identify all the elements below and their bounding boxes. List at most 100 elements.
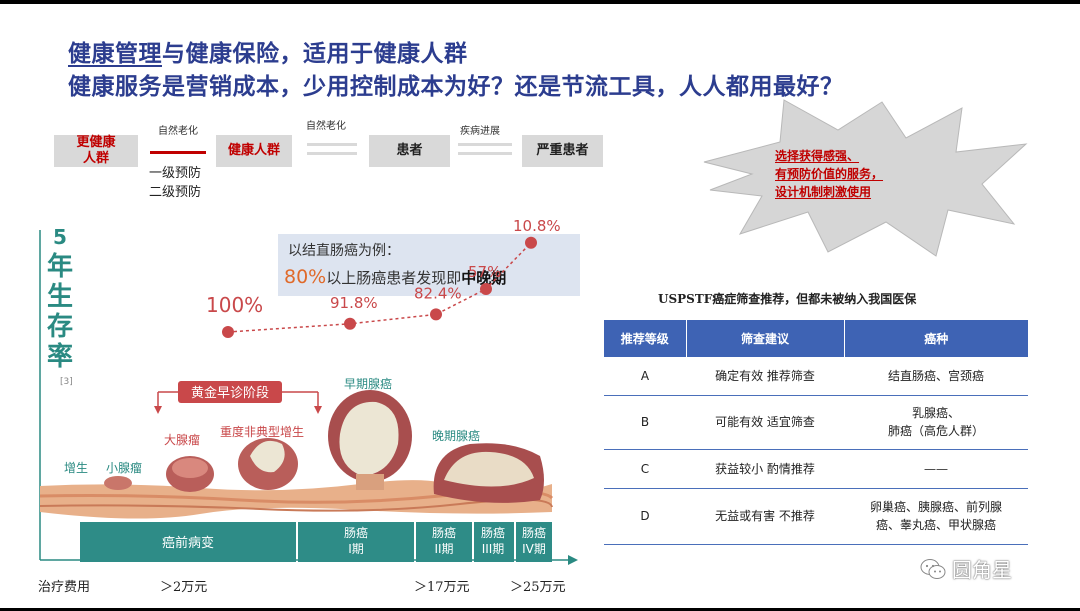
starburst-text: 选择获得感强、 有预防价值的服务， 设计机制刺激使用	[775, 147, 883, 201]
lesion-severe-dysplasia: 重度非典型增生	[220, 424, 304, 439]
cell-cancer: ——	[844, 449, 1028, 489]
stage-severe-patient: 严重患者	[522, 135, 603, 167]
burst-line-3: 设计机制刺激使用	[775, 185, 872, 199]
prevention-list: 一级预防 二级预防	[149, 164, 201, 202]
callout-line-2: 80%以上肠癌患者发现即中晚期	[284, 266, 506, 288]
title-line-1: 健康管理与健康保险，适用于健康人群	[68, 34, 468, 68]
cost-label: 治疗费用	[38, 580, 91, 595]
header-grade: 推荐等级	[604, 320, 686, 357]
bar-stage-4	[516, 522, 552, 562]
arrow-label-aging-2: 自然老化	[306, 121, 346, 132]
stage-patient: 患者	[369, 135, 450, 167]
survival-axis-label: 5 年 生 存 率	[42, 222, 78, 372]
table-row: D 无益或有害 不推荐 卵巢癌、胰腺癌、前列腺 癌、睾丸癌、甲状腺癌	[604, 488, 1028, 545]
prevention-secondary: 二级预防	[149, 185, 202, 200]
stage-bars	[80, 522, 552, 562]
survival-point	[222, 326, 234, 338]
lesion-small-adenoma: 小腺瘤	[106, 460, 142, 475]
stage-healthier: 更健康 人群	[54, 135, 138, 167]
ylabel-char-2: 生	[46, 282, 73, 312]
survival-point	[525, 236, 537, 249]
arrow-label-aging-1: 自然老化	[158, 126, 198, 137]
survival-point-label: 100%	[206, 293, 263, 317]
bar-stage-1	[298, 522, 414, 562]
title-line-2: 健康服务是营销成本，少用控制成本为好？还是节流工具，人人都用最好？	[68, 73, 844, 100]
prevention-primary: 一级预防	[149, 166, 202, 181]
bar-precancer	[80, 522, 296, 562]
arrow-label-progression: 疾病进展	[460, 126, 500, 137]
lesion-large-adenoma: 大腺瘤	[164, 432, 200, 447]
survival-point-label: 57%	[468, 263, 501, 281]
arrow-progression-b	[458, 152, 512, 155]
watermark-text: 圆角星	[952, 558, 1012, 582]
survival-chart-svg: 黄金早诊阶段	[39, 217, 578, 565]
survival-point	[344, 317, 356, 330]
cell-advice: 获益较小 酌情推荐	[686, 449, 844, 489]
cell-grade: C	[604, 449, 686, 489]
cost-stage-2: ＞17万元	[414, 580, 470, 595]
survival-point-label: 82.4%	[414, 284, 462, 302]
table-row: A 确定有效 推荐筛查 结直肠癌、宫颈癌	[604, 357, 1028, 396]
survival-series: 100% 91.8% 82.4% 57% 10.8%	[206, 217, 561, 338]
bar-stage-3	[474, 522, 514, 562]
cell-advice: 无益或有害 不推荐	[686, 488, 844, 545]
arrow-aging-1	[150, 151, 206, 154]
lesion-early-cancer: 早期腺癌	[344, 376, 392, 391]
bar-stage-2	[416, 522, 472, 562]
header-advice: 筛查建议	[685, 320, 844, 357]
cell-grade: A	[604, 357, 686, 396]
survival-point	[430, 308, 442, 321]
burst-line-2: 有预防价值的服务，	[775, 167, 884, 181]
cost-stage-4: ＞25万元	[510, 580, 566, 595]
title-underlined-term: 健康管理	[68, 40, 162, 67]
callout-bold: 中晚期	[461, 269, 507, 287]
callout-percent: 80%	[284, 266, 327, 288]
stage-healthy: 健康人群	[216, 135, 292, 167]
reference-mark: [3]	[60, 377, 73, 387]
cell-grade: D	[604, 488, 686, 545]
x-axis-arrowhead	[568, 555, 578, 565]
table-title: USPSTF癌症筛查推荐，但都未被纳入我国医保	[658, 292, 917, 306]
lesion-late-cancer: 晚期腺癌	[432, 428, 480, 443]
cell-advice: 确定有效 推荐筛查	[686, 357, 844, 396]
bar-label-precancer: 癌前病变	[162, 535, 214, 551]
lesion-hyperplasia: 增生	[64, 461, 88, 475]
cell-cancer: 乳腺癌、 肺癌（高危人群）	[844, 395, 1028, 450]
cell-cancer: 卵巢癌、胰腺癌、前列腺 癌、睾丸癌、甲状腺癌	[844, 488, 1028, 545]
cost-precancer: ＞2万元	[160, 580, 208, 595]
ylabel-char-4: 率	[46, 342, 73, 372]
arrow-progression	[458, 143, 512, 146]
table-row: B 可能有效 适宜筛查 乳腺癌、 肺癌（高危人群）	[604, 395, 1028, 450]
slide: 健康管理与健康保险，适用于健康人群 健康服务是营销成本，少用控制成本为好？还是节…	[0, 4, 1080, 608]
title-line-1-rest: 与健康保险，适用于健康人群	[162, 40, 468, 67]
cell-advice: 可能有效 适宜筛查	[686, 395, 844, 450]
ylabel-number: 5	[53, 225, 67, 249]
cell-grade: B	[604, 395, 686, 450]
intestine-illustration	[39, 390, 554, 519]
golden-label: 黄金早诊阶段	[191, 385, 269, 401]
wechat-icon	[920, 558, 946, 579]
table-row: C 获益较小 酌情推荐 ——	[604, 449, 1028, 489]
burst-line-1: 选择获得感强、	[775, 149, 860, 163]
starburst-shape	[703, 99, 1028, 257]
watermark: 圆角星	[920, 554, 1012, 583]
table-header-row: 推荐等级 筛查建议 癌种	[604, 320, 1028, 357]
ylabel-char-3: 存	[46, 312, 73, 342]
survival-point-label: 91.8%	[330, 294, 378, 312]
cell-cancer: 结直肠癌、宫颈癌	[844, 357, 1028, 396]
ylabel-char-1: 年	[46, 252, 73, 282]
golden-bracket	[154, 381, 322, 414]
survival-point-label: 10.8%	[513, 217, 561, 235]
uspstf-table: 推荐等级 筛查建议 癌种 A 确定有效 推荐筛查 结直肠癌、宫颈癌 B 可能有效…	[604, 320, 1028, 545]
arrow-aging-2	[307, 143, 357, 146]
arrow-aging-2b	[307, 152, 357, 155]
callout-line-1: 以结直肠癌为例：	[288, 243, 400, 259]
callout-mid: 以上肠癌患者发现即	[326, 269, 462, 287]
survival-point	[480, 283, 492, 295]
header-cancer: 癌种	[843, 320, 1028, 357]
